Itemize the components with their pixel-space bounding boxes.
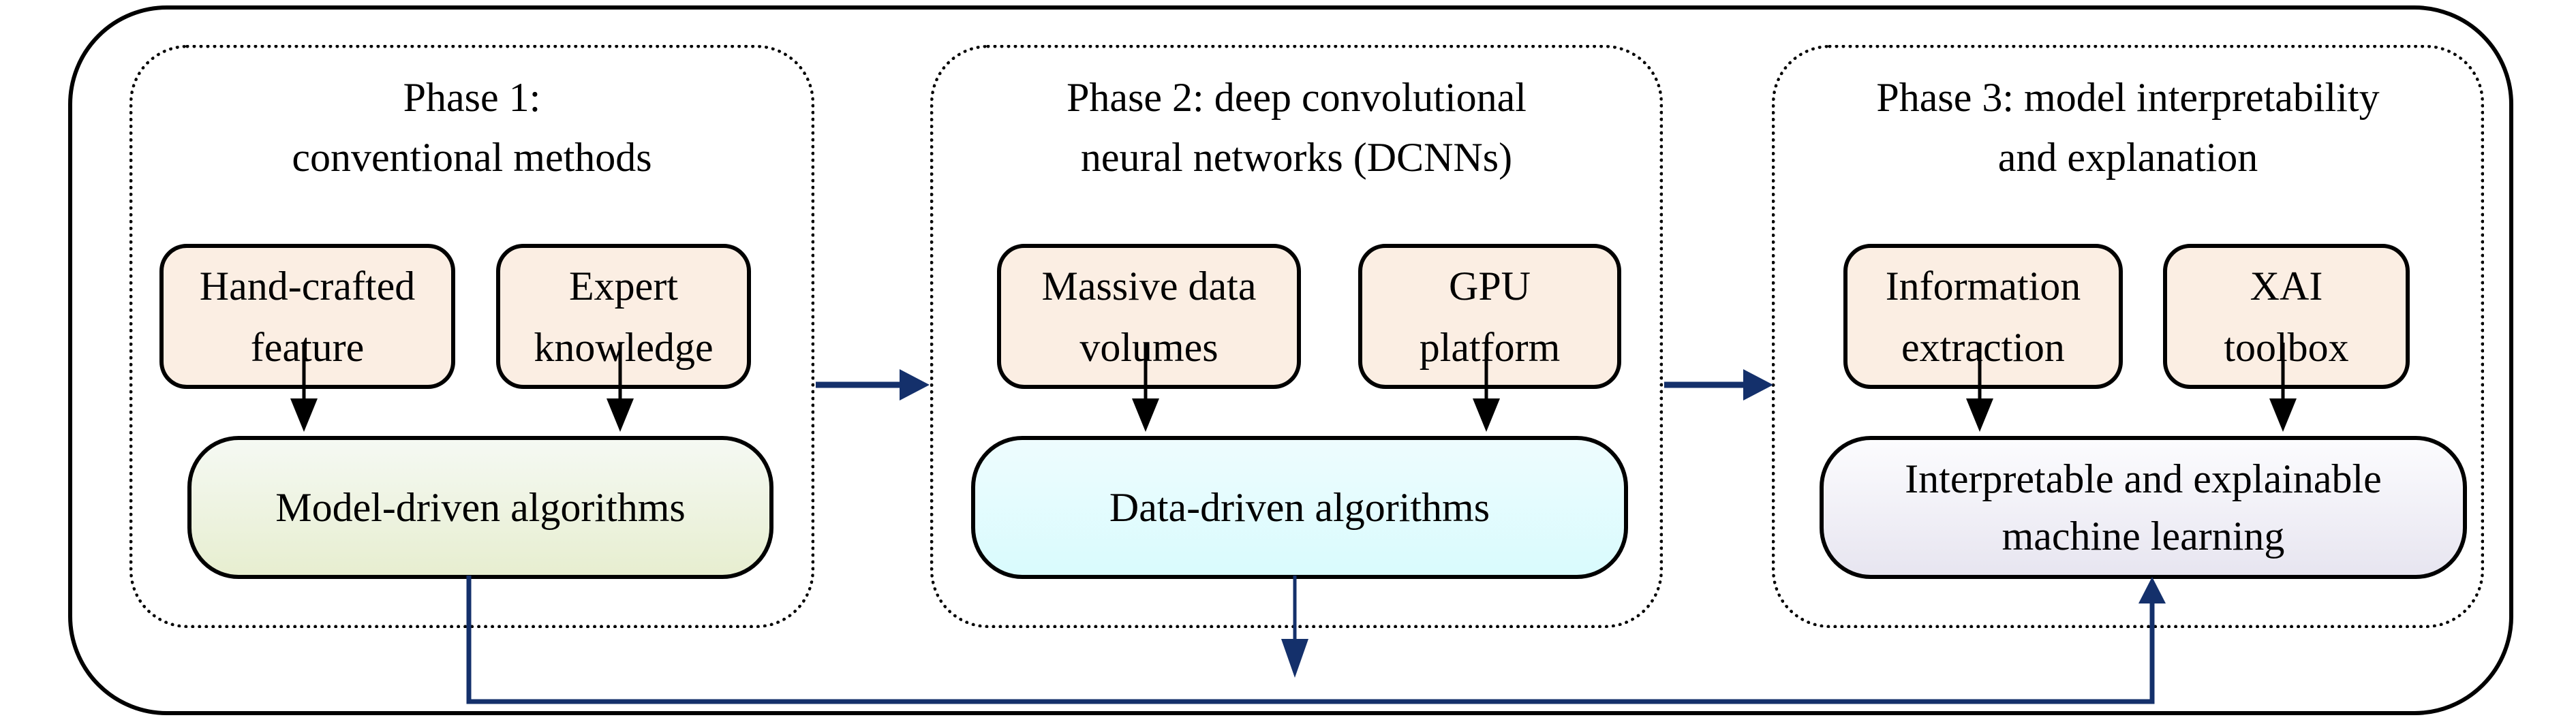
data-driven-algorithms-label: Data-driven algorithms [1109,485,1490,530]
phase-3-panel: Phase 3: model interpretability and expl… [1772,45,2484,628]
phase-1-title: Phase 1: conventional methods [133,67,811,187]
expert-knowledge-box: Expert knowledge [496,244,751,389]
information-extraction-line2: extraction [1901,324,2065,370]
phase-3-title: Phase 3: model interpretability and expl… [1775,67,2481,187]
massive-data-volumes-line1: Massive data [1041,263,1257,309]
hand-crafted-feature-line1: Hand-crafted [199,263,416,309]
phase-1-title-line1: Phase 1: [403,75,541,120]
gpu-platform-line1: GPU [1448,263,1531,309]
model-driven-algorithms-label: Model-driven algorithms [275,485,686,530]
interpretable-explainable-ml-box: Interpretable and explainable machine le… [1820,436,2467,579]
massive-data-volumes-box: Massive data volumes [997,244,1301,389]
interpretable-explainable-ml-line1: Interpretable and explainable [1905,456,2382,501]
xai-toolbox-line1: XAI [2250,263,2323,309]
phase-2-panel: Phase 2: deep convolutional neural netwo… [930,45,1663,628]
hand-crafted-feature-box: Hand-crafted feature [159,244,455,389]
information-extraction-line1: Information [1885,263,2081,309]
expert-knowledge-line2: knowledge [534,324,714,370]
data-driven-algorithms-box: Data-driven algorithms [971,436,1628,579]
massive-data-volumes-line2: volumes [1079,324,1218,370]
phase-1-panel: Phase 1: conventional methods Hand-craft… [129,45,814,628]
phase-2-title-line1: Phase 2: deep convolutional [1067,75,1527,120]
phase-1-title-line2: conventional methods [292,135,652,180]
model-driven-algorithms-box: Model-driven algorithms [187,436,773,579]
gpu-platform-box: GPU platform [1358,244,1621,389]
phase-2-title-line2: neural networks (DCNNs) [1080,135,1513,180]
hand-crafted-feature-line2: feature [250,324,365,370]
xai-toolbox-box: XAI toolbox [2163,244,2410,389]
information-extraction-box: Information extraction [1843,244,2123,389]
expert-knowledge-line1: Expert [569,263,678,309]
phase-3-title-line2: and explanation [1997,135,2258,180]
phase-3-title-line1: Phase 3: model interpretability [1876,75,2380,120]
interpretable-explainable-ml-line2: machine learning [2002,514,2285,559]
gpu-platform-line2: platform [1419,324,1561,370]
xai-toolbox-line2: toolbox [2224,324,2349,370]
phase-2-title: Phase 2: deep convolutional neural netwo… [934,67,1659,187]
